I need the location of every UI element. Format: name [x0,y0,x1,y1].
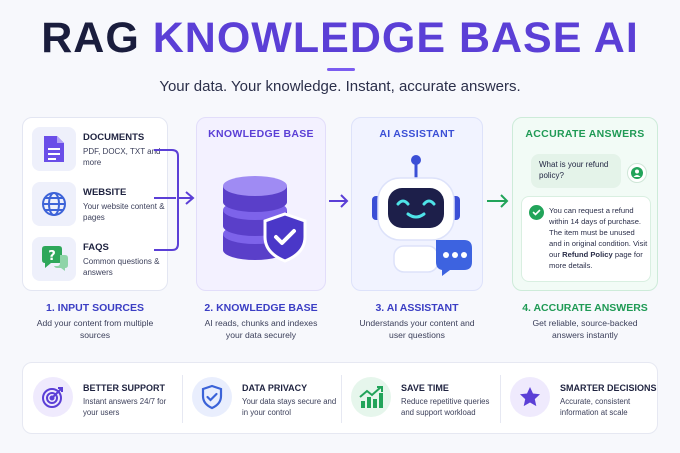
ai-assistant-card: AI ASSISTANT [351,117,483,291]
arrow-kb-to-ai [329,194,349,208]
page-title: RAG KNOWLEDGE BASE AI [0,14,680,63]
user-avatar-icon [627,163,647,183]
source-website: WEBSITE Your website content & pages [32,182,165,232]
document-icon [32,127,76,171]
star-icon [510,377,550,417]
feature-data-privacy: DATA PRIVACY Your data stays secure and … [182,363,341,435]
feature-save-time: SAVE TIME Reduce repetitive queries and … [341,363,500,435]
step-4-desc: Get reliable, source-backed answers inst… [532,318,638,340]
question-bubble: What is your refund policy? [531,154,621,188]
step-4-label: 4. ACCURATE ANSWERS [522,302,648,314]
step-1-label: 1. INPUT SOURCES [45,302,145,314]
shield-check-icon [192,377,232,417]
step-3-label: 3. AI ASSISTANT [375,302,459,314]
answer-bubble: You can request a refund within 14 days … [521,196,651,282]
knowledge-base-card: KNOWLEDGE BASE [196,117,326,291]
feature-smarter-decisions: SMARTER DECISIONS Accurate, consistent i… [500,363,659,435]
title-accent: KNOWLEDGE BASE AI [152,14,639,62]
robot-icon [372,155,472,276]
target-icon [33,377,73,417]
refund-policy-link[interactable]: Refund Policy [562,250,613,259]
globe-icon [32,182,76,226]
database-shield-icon [223,176,307,263]
growth-chart-icon [351,377,391,417]
step-2-desc: AI reads, chunks and indexes your data s… [204,318,318,340]
input-sources-card: DOCUMENTS PDF, DOCX, TXT and more WEBSIT… [22,117,168,291]
arrow-ai-to-answers [487,194,509,208]
accurate-answers-card: ACCURATE ANSWERS What is your refund pol… [512,117,658,291]
sources-connector [154,149,195,251]
feature-better-support: BETTER SUPPORT Instant answers 24/7 for … [23,363,182,435]
svg-text:?: ? [48,249,56,264]
step-3-desc: Understands your content and user questi… [359,318,475,340]
step-1-desc: Add your content from multiple sources [36,318,154,340]
step-2-label: 2. KNOWLEDGE BASE [204,302,318,314]
question-bubble-icon: ? [32,237,76,281]
answer-text: You can request a refund within 14 days … [549,206,648,270]
features-bar: BETTER SUPPORT Instant answers 24/7 for … [22,362,658,434]
check-icon [529,205,544,220]
source-documents: DOCUMENTS PDF, DOCX, TXT and more [32,127,162,177]
title-divider [327,68,355,71]
page-subtitle: Your data. Your knowledge. Instant, accu… [159,78,521,95]
title-dark: RAG [41,14,140,62]
source-faqs: ? FAQS Common questions & answers [32,237,162,287]
